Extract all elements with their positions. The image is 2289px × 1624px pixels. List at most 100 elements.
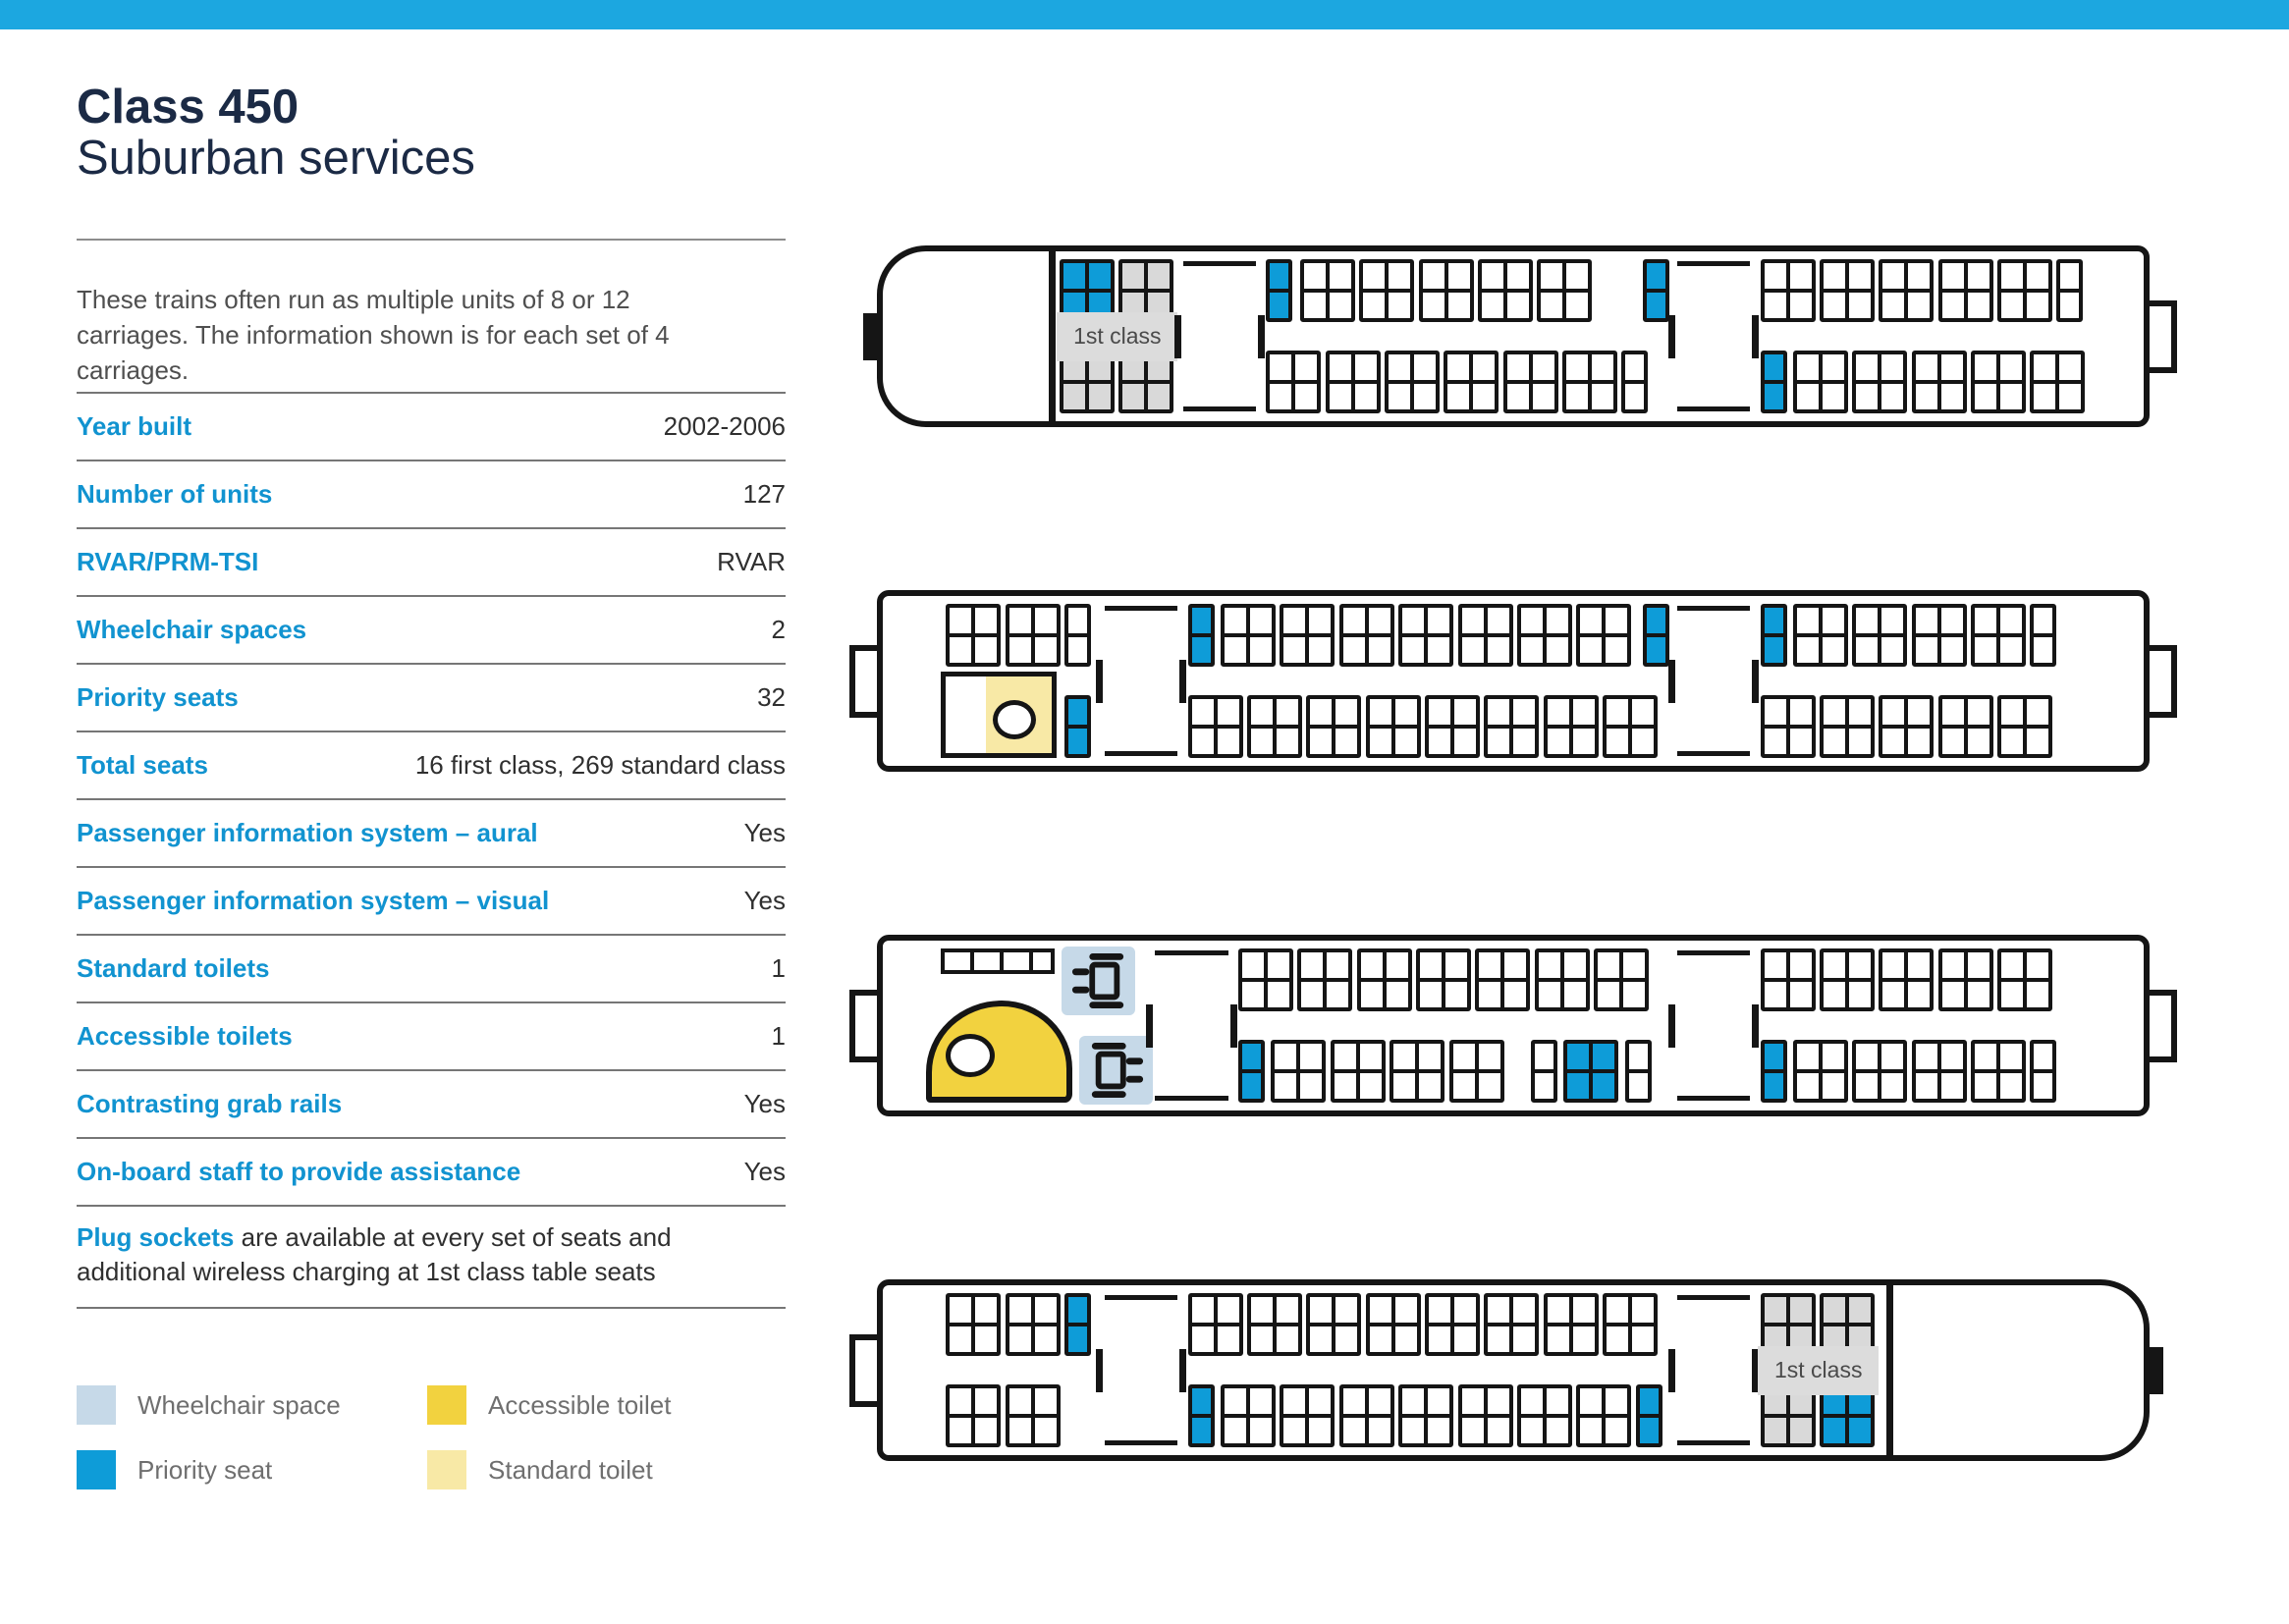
door-post bbox=[1179, 659, 1187, 703]
seat-bay bbox=[1760, 259, 1816, 322]
seat-bay bbox=[1537, 259, 1593, 322]
seat-bay bbox=[1997, 695, 2053, 758]
coupler bbox=[863, 312, 877, 360]
seat-bay bbox=[1247, 1293, 1303, 1356]
note-lead: Plug sockets bbox=[77, 1222, 235, 1252]
spec-label: Passenger information system – aural bbox=[77, 818, 538, 847]
seat-bay bbox=[1300, 259, 1355, 322]
priority-seat bbox=[1760, 604, 1787, 667]
seat-bench bbox=[1530, 1040, 1557, 1103]
priority-seat bbox=[1238, 1040, 1266, 1103]
seat-bay bbox=[1879, 259, 1935, 322]
priority-seat bbox=[1760, 1040, 1787, 1103]
seat-bay bbox=[1603, 1293, 1659, 1356]
priority-seat bbox=[1187, 604, 1215, 667]
wheelchair-icon bbox=[1091, 1042, 1143, 1099]
door-opening bbox=[1676, 406, 1751, 411]
seat-bay bbox=[1997, 259, 2053, 322]
first-class-label: 1st class bbox=[1057, 311, 1178, 361]
door-post bbox=[1095, 659, 1103, 703]
seat-bay bbox=[1338, 1384, 1394, 1447]
wheelchair-icon bbox=[1071, 952, 1123, 1009]
seat-bay bbox=[1330, 1040, 1386, 1103]
seat-bay bbox=[1543, 1293, 1599, 1356]
top-accent-bar bbox=[0, 0, 2289, 29]
seat-bench bbox=[2056, 259, 2084, 322]
seat-bay bbox=[1820, 259, 1875, 322]
gangway-connector bbox=[849, 989, 877, 1062]
first-class-seat bbox=[1820, 1293, 1875, 1356]
priority-seat-swatch bbox=[77, 1450, 116, 1489]
door-post bbox=[1179, 1348, 1187, 1392]
door-opening bbox=[1676, 606, 1751, 611]
seat-bay bbox=[1306, 695, 1362, 758]
priority-seat bbox=[1643, 604, 1670, 667]
seat-bay bbox=[1271, 1040, 1327, 1103]
gangway-connector bbox=[849, 644, 877, 718]
title-class: Class 450 bbox=[77, 81, 300, 134]
seat-bay bbox=[1297, 948, 1353, 1011]
door-post bbox=[1667, 659, 1675, 703]
seat-bay bbox=[2030, 351, 2086, 413]
seat-bay bbox=[1221, 604, 1277, 667]
spec-label: RVAR/PRM-TSI bbox=[77, 547, 259, 576]
legend-item-standard-toilet: Standard toilet bbox=[427, 1437, 778, 1502]
door-opening bbox=[1104, 1295, 1178, 1300]
seat-bay bbox=[1359, 259, 1415, 322]
spec-value: 127 bbox=[742, 479, 786, 509]
seat-bay bbox=[1937, 259, 1993, 322]
seat-bay bbox=[1603, 695, 1659, 758]
seat-bay bbox=[1516, 1384, 1572, 1447]
seat-bay bbox=[1879, 695, 1935, 758]
seat-bay bbox=[1971, 1040, 2027, 1103]
door-opening bbox=[1155, 1096, 1228, 1101]
door-opening bbox=[1676, 1096, 1751, 1101]
seat-bay bbox=[1365, 1293, 1421, 1356]
gangway-connector bbox=[2150, 989, 2177, 1062]
seat-bay bbox=[1911, 351, 1967, 413]
door-opening bbox=[1676, 1440, 1751, 1445]
cab-wall bbox=[1049, 251, 1057, 421]
seat-bay bbox=[1280, 1384, 1335, 1447]
seat-bay bbox=[1457, 1384, 1513, 1447]
seat-bench bbox=[2030, 604, 2057, 667]
page-title: Class 450 Suburban services bbox=[77, 82, 475, 186]
priority-seat bbox=[1643, 259, 1670, 322]
door-opening bbox=[1182, 406, 1257, 411]
seat-bay bbox=[1338, 604, 1394, 667]
spec-label: Standard toilets bbox=[77, 953, 270, 983]
door-opening bbox=[1104, 1440, 1178, 1445]
accessible-toilet-swatch bbox=[427, 1385, 466, 1425]
first-class-seat bbox=[1118, 351, 1174, 413]
door-post bbox=[1173, 314, 1181, 358]
seat-bay bbox=[1997, 948, 2053, 1011]
seat-bay bbox=[1594, 948, 1650, 1011]
seat-bay bbox=[1005, 1293, 1061, 1356]
door-post bbox=[1667, 1348, 1675, 1392]
seat-bay bbox=[1484, 1293, 1540, 1356]
seat-bay bbox=[1418, 259, 1474, 322]
seat-bay bbox=[1187, 1293, 1243, 1356]
seat-bay bbox=[1385, 351, 1441, 413]
priority-seat bbox=[1063, 695, 1091, 758]
seat-bay bbox=[1266, 351, 1322, 413]
seat-bay bbox=[1416, 948, 1472, 1011]
priority-seat bbox=[1635, 1384, 1662, 1447]
legend-label: Accessible toilet bbox=[488, 1389, 672, 1420]
seat-bay bbox=[1852, 351, 1908, 413]
seat-bay bbox=[1937, 948, 1993, 1011]
seat-bay bbox=[1398, 604, 1454, 667]
gangway-connector bbox=[2150, 299, 2177, 373]
seat-bay bbox=[1760, 695, 1816, 758]
door-post bbox=[1752, 1003, 1760, 1048]
seat-bay bbox=[1820, 948, 1875, 1011]
spec-label: Year built bbox=[77, 411, 192, 441]
seat-bay bbox=[1478, 259, 1534, 322]
seat-bay bbox=[1365, 695, 1421, 758]
spec-label: On-board staff to provide assistance bbox=[77, 1157, 521, 1186]
seat-bay bbox=[1971, 351, 2027, 413]
door-post bbox=[1258, 314, 1266, 358]
door-opening bbox=[1104, 751, 1178, 756]
